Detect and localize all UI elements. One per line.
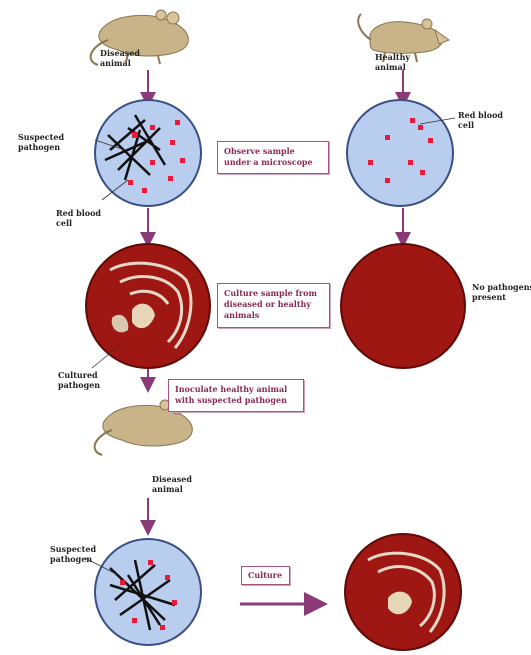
label-healthy-animal: Healthy animal [375, 52, 410, 72]
step-culture-box: Culture sample from diseased or healthy … [217, 283, 330, 328]
label-diseased-animal-2: Diseased animal [152, 474, 192, 494]
slide-healthy-icon [347, 100, 453, 206]
step-inoculate-box: Inoculate healthy animal with suspected … [168, 379, 304, 412]
label-no-pathogens: No pathogens present [472, 282, 531, 302]
label-cultured-pathogen: Cultured pathogen [58, 370, 100, 390]
petri-dish-culture-icon [86, 244, 210, 368]
label-red-blood-cell-left: Red blood cell [56, 208, 101, 228]
label-suspected-pathogen-1: Suspected pathogen [18, 132, 64, 152]
label-red-blood-cell-right: Red blood cell [458, 110, 503, 130]
petri-dish-empty-icon [341, 244, 465, 368]
label-suspected-pathogen-2: Suspected pathogen [50, 544, 96, 564]
slide-with-pathogen-icon-2 [95, 539, 201, 645]
step-culture-final-box: Culture [241, 566, 290, 585]
slide-with-pathogen-icon [95, 100, 201, 206]
step-observe-box: Observe sample under a microscope [217, 141, 329, 174]
label-diseased-animal-1: Diseased animal [100, 48, 140, 68]
petri-dish-final-icon [345, 534, 461, 650]
